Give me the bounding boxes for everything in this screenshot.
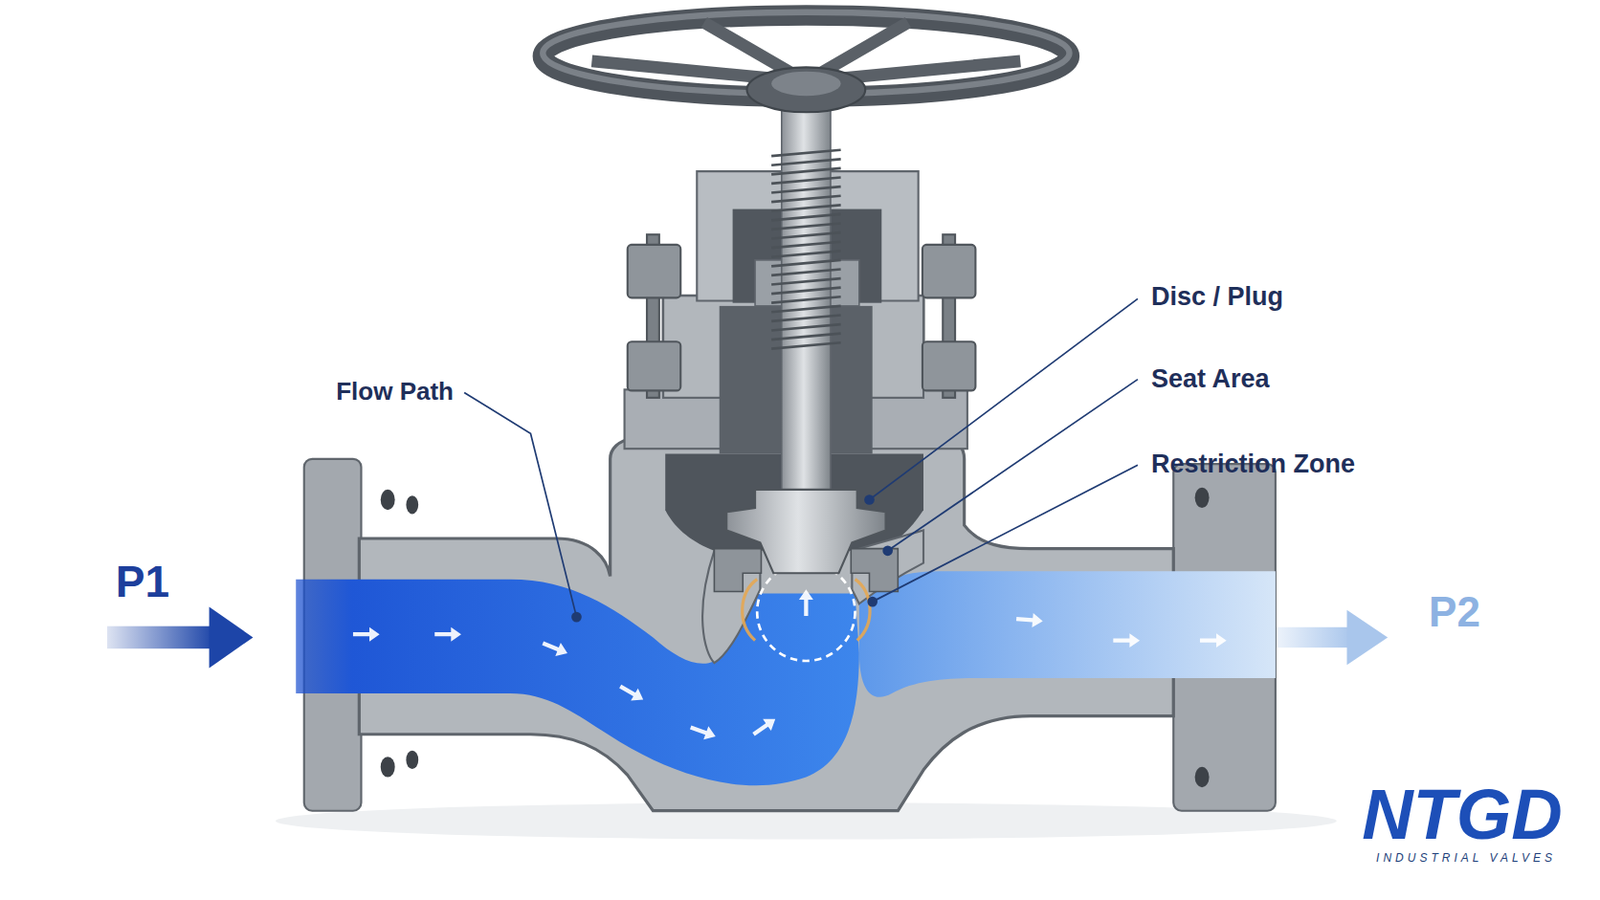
outlet-arrow xyxy=(1275,610,1388,667)
stem-thread xyxy=(771,177,842,184)
outlet-arrow xyxy=(1275,627,1353,648)
handwheel xyxy=(542,12,1069,112)
stem-thread xyxy=(771,260,842,267)
stem-thread xyxy=(771,314,842,321)
stem-thread xyxy=(771,269,842,276)
bolt-nut xyxy=(922,341,976,391)
flow-arrow xyxy=(1015,612,1044,629)
bolt-hole xyxy=(405,751,419,770)
leader-dot xyxy=(571,612,582,623)
restriction-circle xyxy=(756,563,855,662)
stem-thread xyxy=(771,150,842,350)
inlet-flow xyxy=(295,579,860,787)
stem-thread xyxy=(771,296,842,303)
stem-thread xyxy=(771,324,842,331)
stem-thread xyxy=(771,342,842,349)
outlet-flow xyxy=(859,571,1276,698)
inlet-arrow xyxy=(209,606,254,668)
leader-line xyxy=(464,298,1138,618)
bolt-hole xyxy=(1195,488,1210,509)
leader-line xyxy=(872,465,1138,602)
stem-thread xyxy=(771,223,842,230)
inlet-arrow xyxy=(107,606,253,668)
leader-dot xyxy=(866,597,878,608)
seat-ring xyxy=(850,549,898,593)
stem-thread xyxy=(771,306,842,312)
bolt-nut xyxy=(627,244,681,298)
stem-thread xyxy=(771,333,842,340)
stem-thread xyxy=(771,204,842,211)
stem-thread xyxy=(771,278,842,285)
seat-highlight xyxy=(742,579,758,642)
flow-arrow xyxy=(1200,633,1227,648)
flow-arrow xyxy=(688,720,718,744)
stem-thread xyxy=(771,242,842,248)
seat-highlight xyxy=(855,579,871,642)
stem-thread xyxy=(771,150,842,156)
stem-thread xyxy=(771,158,842,165)
bolt-nut xyxy=(922,244,976,298)
flow-arrow xyxy=(799,589,814,617)
bolt-nut xyxy=(627,341,681,391)
disc-plug xyxy=(726,489,886,574)
handwheel xyxy=(771,71,842,97)
stem-thread xyxy=(771,214,842,221)
stem-thread xyxy=(771,196,842,202)
bolt-hole xyxy=(1195,767,1210,788)
seat-highlight xyxy=(742,579,870,642)
flow-arrow xyxy=(1112,633,1140,648)
logo-subtitle: INDUSTRIAL VALVES xyxy=(1376,852,1556,866)
stem-thread xyxy=(771,288,842,294)
stem-thread xyxy=(771,186,842,193)
inlet-arrow xyxy=(107,626,215,649)
flow-arrow xyxy=(353,627,380,643)
part-label: Disc / Plug xyxy=(1151,283,1284,312)
flow-arrow xyxy=(434,627,462,643)
bolt-hole xyxy=(380,489,396,511)
handwheel xyxy=(747,66,867,112)
yoke xyxy=(696,171,918,301)
flow-arrow xyxy=(539,637,570,661)
flow-arrow xyxy=(616,680,646,707)
flow-arrow xyxy=(749,713,779,741)
flow-arrow xyxy=(353,589,1227,744)
leader-line xyxy=(888,379,1138,552)
bolt-hole xyxy=(380,756,396,778)
pressure-label: P1 xyxy=(115,557,170,607)
bolt-hole xyxy=(405,495,419,514)
leader-dot xyxy=(882,545,893,556)
stem-thread xyxy=(771,232,842,239)
outlet-arrow xyxy=(1347,610,1389,667)
stem-thread xyxy=(771,250,842,257)
leader-dot xyxy=(864,494,875,506)
part-label: Seat Area xyxy=(1151,365,1270,395)
pressure-label: P2 xyxy=(1428,589,1481,636)
leader-line xyxy=(464,393,577,619)
stem-thread xyxy=(771,168,842,175)
seat-ring xyxy=(713,549,761,593)
part-label: Flow Path xyxy=(335,377,454,406)
leader-dot xyxy=(571,494,893,623)
logo-mark: NTGD xyxy=(1361,776,1563,854)
leader-line xyxy=(868,298,1137,500)
part-label: Restriction Zone xyxy=(1151,450,1356,480)
valve-group xyxy=(107,12,1388,841)
